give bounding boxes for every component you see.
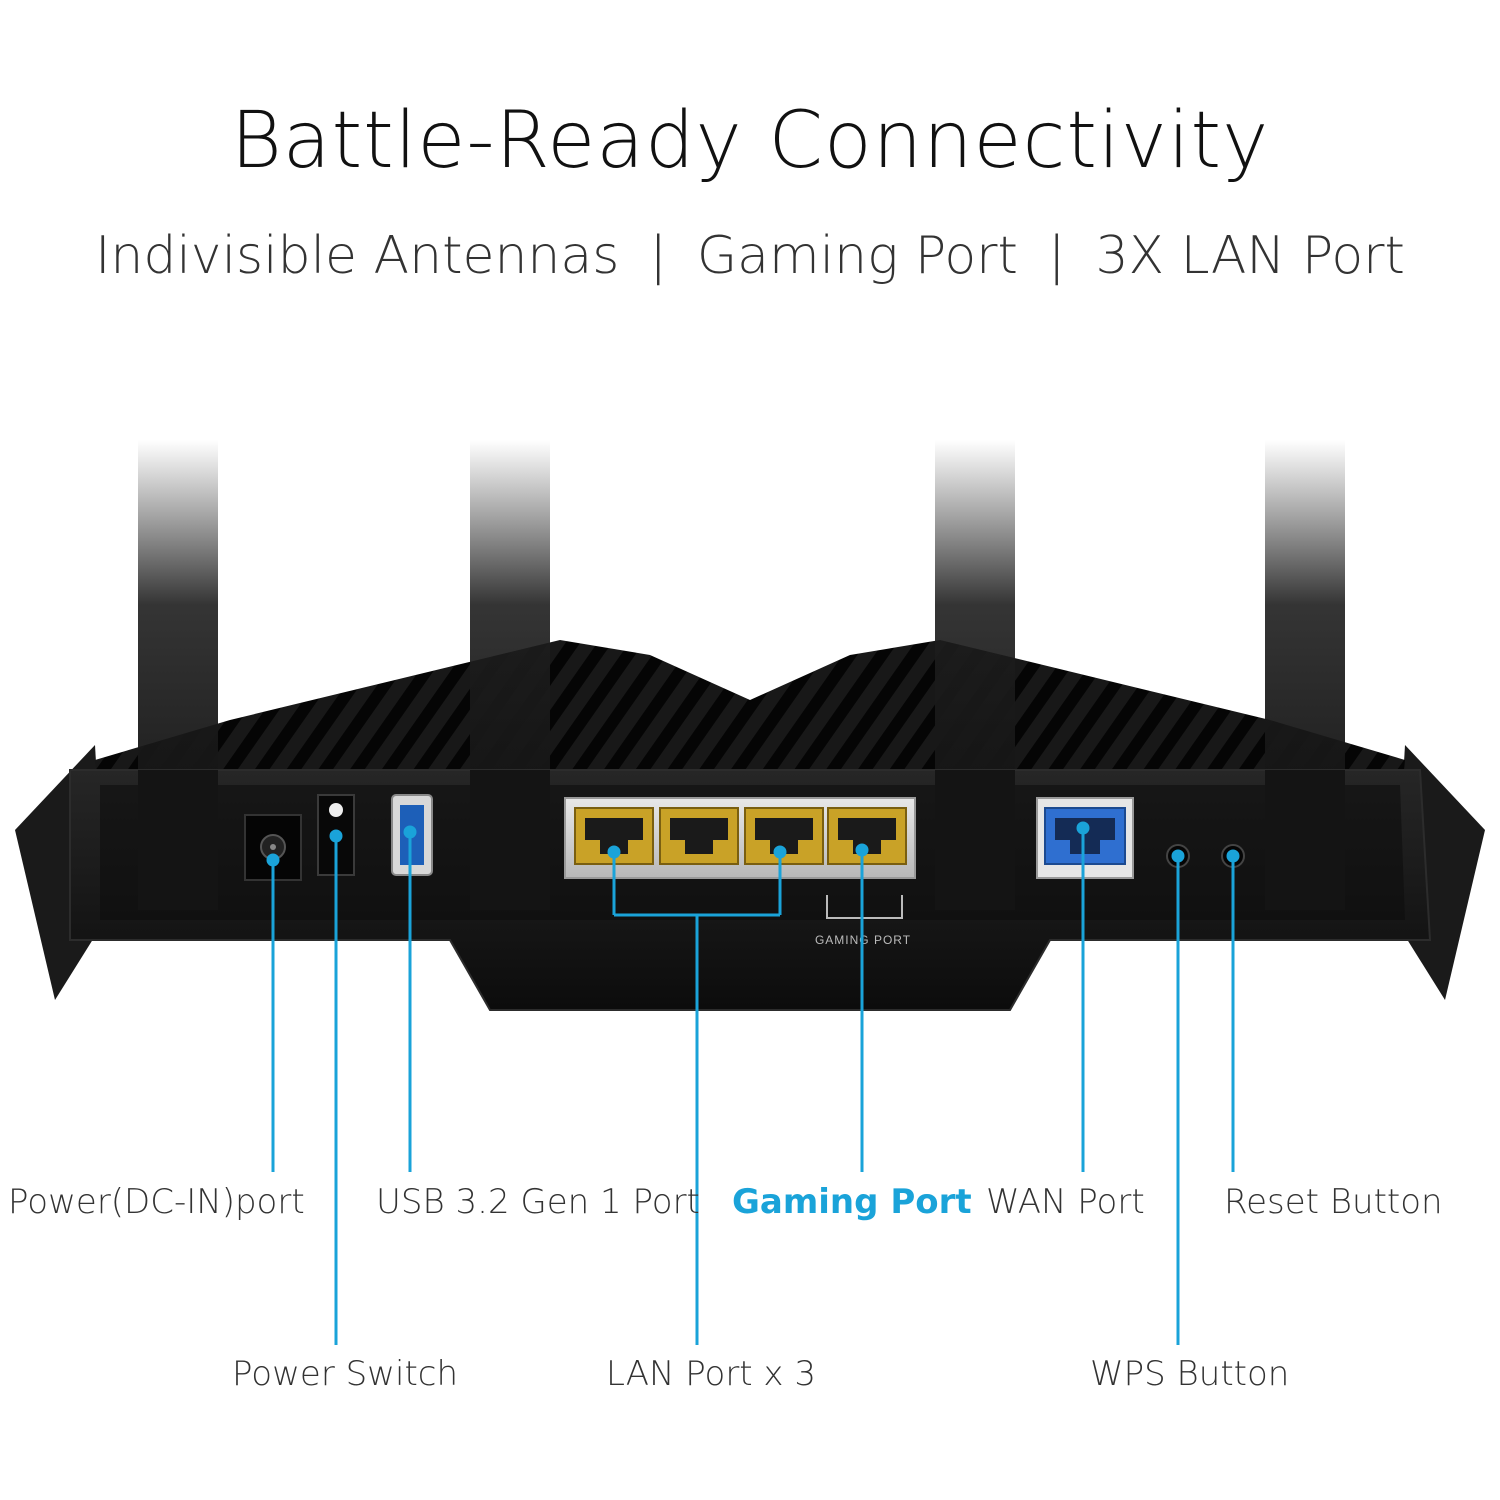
callout-line-wan [1076, 821, 1090, 1172]
feature-subtitle: Indivisible Antennas | Gaming Port | 3X … [0, 226, 1500, 286]
subtitle-separator: | [1047, 226, 1066, 286]
label-power-switch: Power Switch [232, 1354, 459, 1394]
gaming-port-hardware [827, 807, 907, 865]
callout-line-lan [607, 845, 787, 1345]
label-power-port: Power(DC-IN)port [8, 1182, 305, 1222]
callout-line-usb [403, 825, 417, 1172]
feature-gaming-port: Gaming Port [696, 226, 1018, 286]
lan-port-2 [744, 807, 824, 865]
lan-port-4 [574, 807, 654, 865]
router-vented-top [95, 640, 1405, 810]
callout-line-power-port [266, 853, 280, 1172]
callout-line-reset [1226, 849, 1240, 1172]
callout-line-wps [1171, 849, 1185, 1345]
page-title: Battle-Ready Connectivity [230, 96, 1270, 186]
gaming-port-bracket [826, 895, 903, 919]
lan-ports-hardware [574, 807, 907, 865]
callout-line-power-switch [329, 829, 343, 1345]
label-usb-port: USB 3.2 Gen 1 Port [376, 1182, 700, 1222]
usb-port-hardware [391, 794, 433, 876]
label-gaming-port: Gaming Port [732, 1182, 972, 1222]
label-lan-ports: LAN Port x 3 [606, 1354, 816, 1394]
wan-port-hardware [1036, 797, 1134, 879]
subtitle-separator: | [649, 226, 667, 286]
callout-lines [266, 821, 1240, 1345]
label-wps-button: WPS Button [1090, 1354, 1290, 1394]
label-reset-button: Reset Button [1224, 1182, 1443, 1222]
feature-lan-ports: 3X LAN Port [1095, 226, 1405, 286]
feature-antennas: Indivisible Antennas [95, 226, 620, 286]
callout-line-gaming [855, 843, 869, 1172]
lan-port-3 [659, 807, 739, 865]
label-wan-port: WAN Port [986, 1182, 1145, 1222]
